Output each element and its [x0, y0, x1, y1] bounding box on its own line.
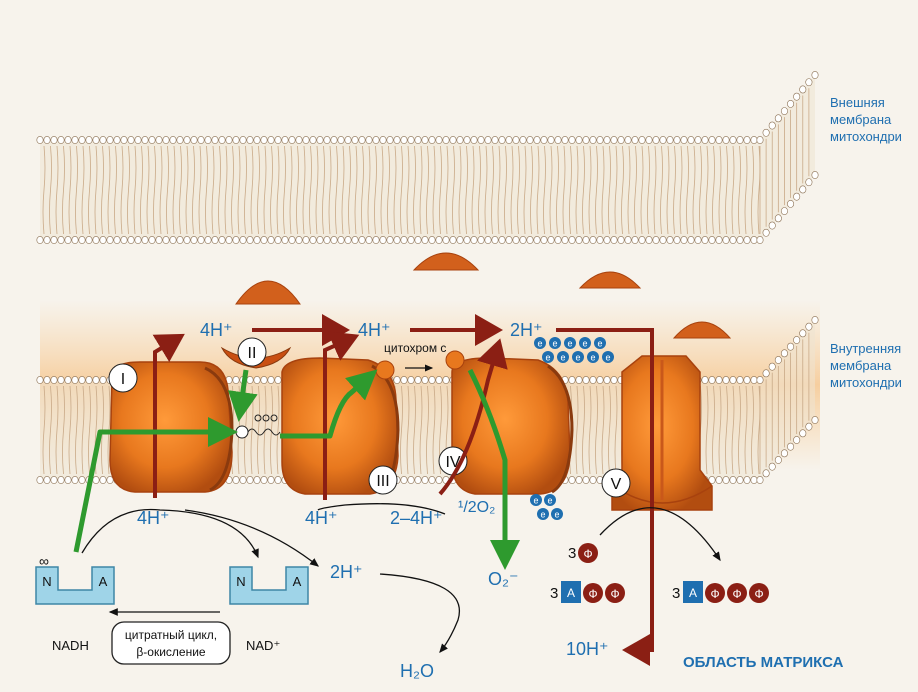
nad-enzyme-right: N A	[230, 567, 308, 604]
proton-top-1: 4H⁺	[200, 320, 233, 340]
citric-cycle-line2: β-окисление	[136, 645, 206, 659]
superoxide-label: O₂⁻	[488, 569, 519, 589]
svg-text:A: A	[567, 586, 575, 600]
complex-IV	[452, 358, 572, 494]
svg-text:Ф: Ф	[588, 587, 597, 601]
svg-text:Ф: Ф	[732, 587, 741, 601]
svg-text:e: e	[575, 353, 580, 363]
svg-text:e: e	[533, 496, 538, 506]
svg-text:e: e	[547, 496, 552, 506]
svg-text:A: A	[689, 586, 697, 600]
inner-membrane-line2: мембрана	[830, 357, 918, 374]
citric-cycle-line1: цитратный цикл,	[125, 628, 217, 642]
complex-II-label: II	[248, 345, 257, 362]
svg-text:Ф: Ф	[710, 587, 719, 601]
svg-text:Ф: Ф	[754, 587, 763, 601]
svg-text:Ф: Ф	[610, 587, 619, 601]
svg-text:3: 3	[672, 585, 680, 602]
outer-membrane-line1: Внешняя	[830, 94, 918, 111]
inner-membrane-label: Внутренняя мембрана митохондри	[830, 340, 918, 391]
svg-text:e: e	[545, 353, 550, 363]
matrix-region-label: ОБЛАСТЬ МАТРИКСА	[683, 654, 844, 671]
proton-top-3: 2H⁺	[510, 320, 543, 340]
enzyme-N-right: N	[236, 574, 245, 589]
nad-enzyme-left: N A ∞	[36, 553, 114, 604]
proton-bottom-2: 4H⁺	[305, 508, 338, 528]
half-o2-label: ¹/2O₂	[458, 499, 495, 516]
svg-text:e: e	[552, 339, 557, 349]
nadh-label: NADH	[52, 638, 89, 653]
svg-text:e: e	[590, 353, 595, 363]
svg-text:3: 3	[568, 545, 576, 562]
svg-text:e: e	[560, 353, 565, 363]
enzyme-A-left: A	[99, 574, 108, 589]
water-label: H₂O	[400, 661, 434, 681]
outer-membrane-line3: митохондри	[830, 128, 918, 145]
outer-membrane	[37, 71, 818, 243]
svg-text:Ф: Ф	[583, 547, 592, 561]
citric-cycle-box: цитратный цикл, β-окисление	[112, 622, 230, 664]
phosphate-input: 3 Ф	[568, 543, 598, 563]
svg-text:e: e	[567, 339, 572, 349]
cytochrome-c-label: цитохром с	[384, 341, 446, 355]
adp-molecule: 3 A Ф Ф	[550, 581, 625, 603]
svg-text:e: e	[597, 339, 602, 349]
inner-membrane-line1: Внутренняя	[830, 340, 918, 357]
outer-membrane-line2: мембрана	[830, 111, 918, 128]
complex-I-label: I	[121, 371, 125, 388]
svg-text:e: e	[554, 510, 559, 520]
proton-top-2: 4H⁺	[358, 320, 391, 340]
svg-text:e: e	[582, 339, 587, 349]
svg-text:e: e	[540, 510, 545, 520]
svg-text:e: e	[605, 353, 610, 363]
atp-molecule: 3 A Ф Ф Ф	[672, 581, 769, 603]
proton-out: 10H⁺	[566, 639, 609, 659]
svg-text:3: 3	[550, 585, 558, 602]
nad-plus-label: NAD⁺	[246, 638, 280, 653]
proton-matrix: 2H⁺	[330, 562, 363, 582]
complex-V-label: V	[611, 476, 622, 493]
proton-bottom-3: 2–4H⁺	[390, 508, 443, 528]
complex-III-label: III	[376, 473, 389, 490]
proton-bottom-1: 4H⁺	[137, 508, 170, 528]
enzyme-N-left: N	[42, 574, 51, 589]
outer-membrane-label: Внешняя мембрана митохондри	[830, 94, 918, 145]
infinity-symbol: ∞	[39, 553, 49, 569]
svg-text:e: e	[537, 339, 542, 349]
enzyme-A-right: A	[293, 574, 302, 589]
inner-membrane-line3: митохондри	[830, 374, 918, 391]
